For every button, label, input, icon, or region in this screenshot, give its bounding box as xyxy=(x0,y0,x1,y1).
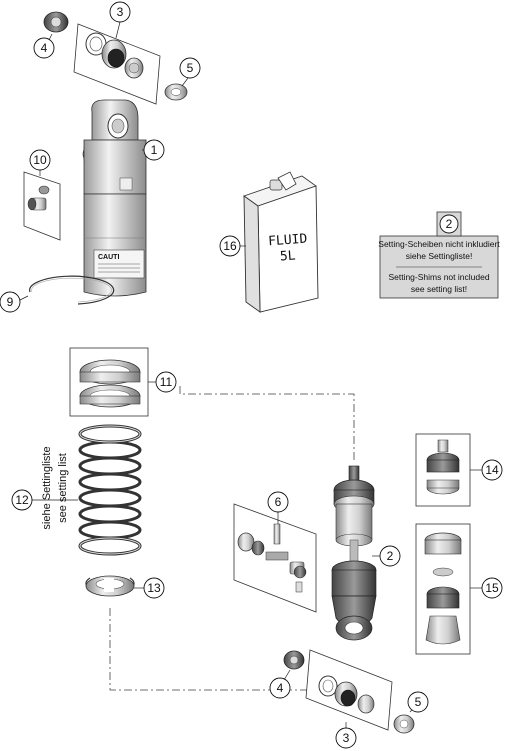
callout-1: 1 xyxy=(143,139,165,161)
piston-kit-part-14 xyxy=(415,433,471,507)
shock-caution-label: CAUTI xyxy=(98,254,119,261)
svg-text:6: 6 xyxy=(275,495,282,509)
callout-4-bottom: 4 xyxy=(269,677,291,699)
svg-text:2: 2 xyxy=(446,217,453,231)
callout-15: 15 xyxy=(481,577,503,599)
svg-text:2: 2 xyxy=(387,549,394,563)
washer-part-5-bottom xyxy=(393,714,415,734)
spring-label-en: see setting list xyxy=(57,453,69,523)
fluid-canister-part-16: FLUID 5L xyxy=(243,171,319,313)
callout-3-top: 3 xyxy=(109,1,131,23)
svg-text:4: 4 xyxy=(277,681,284,695)
svg-text:11: 11 xyxy=(160,375,173,389)
svg-text:3: 3 xyxy=(117,5,124,19)
spring-retainer-part-13 xyxy=(85,575,135,597)
callout-5-bottom: 5 xyxy=(407,691,429,713)
valve-kit-part-6 xyxy=(233,503,317,613)
spring-label-de: siehe Settingliste xyxy=(41,446,53,529)
callout-9: 9 xyxy=(0,291,21,313)
assembly-path-lower xyxy=(109,608,355,706)
callout-10: 10 xyxy=(29,149,51,171)
callout-4-top: 4 xyxy=(33,37,55,59)
damper-assembly-part-2 xyxy=(331,465,377,641)
shock-absorber: CAUTI xyxy=(82,99,147,297)
callout-16: 16 xyxy=(219,235,241,257)
callout-2-note: 2 xyxy=(439,214,459,234)
svg-text:12: 12 xyxy=(15,493,29,507)
svg-text:5: 5 xyxy=(415,695,422,709)
callout-5-top: 5 xyxy=(179,57,201,79)
note-en-line-1: Setting-Shims not included xyxy=(388,272,489,282)
callout-2: 2 xyxy=(379,545,401,567)
callout-14: 14 xyxy=(481,459,503,481)
seal-part-4-bottom xyxy=(283,650,305,670)
circlip-part-9 xyxy=(29,275,115,305)
svg-text:14: 14 xyxy=(485,463,499,477)
setting-shims-note: Setting-Scheiben nicht inkludiert siehe … xyxy=(378,211,500,299)
piston-kit-part-15 xyxy=(415,523,471,655)
washer-part-5-top xyxy=(164,83,188,101)
callout-6: 6 xyxy=(267,491,289,513)
callout-13: 13 xyxy=(143,577,165,599)
svg-text:5: 5 xyxy=(187,61,194,75)
bearing-kit-part-3-bottom xyxy=(305,649,393,731)
svg-text:13: 13 xyxy=(147,581,161,595)
callout-11: 11 xyxy=(155,371,177,393)
svg-text:9: 9 xyxy=(7,295,14,309)
note-de-line-1: Setting-Scheiben nicht inkludiert xyxy=(378,239,500,249)
svg-text:3: 3 xyxy=(343,731,350,745)
bearing-kit-part-3-top xyxy=(73,23,161,105)
svg-text:15: 15 xyxy=(485,581,499,595)
svg-text:10: 10 xyxy=(33,153,47,167)
seal-part-4-top xyxy=(43,11,69,33)
assembly-path-upper xyxy=(179,386,355,462)
note-de-line-2: siehe Settingliste! xyxy=(406,251,473,261)
note-en-line-2: see setting list! xyxy=(411,284,467,294)
canister-label-fluid: FLUID xyxy=(268,232,308,250)
spring-part-12 xyxy=(78,424,142,556)
canister-label-volume: 5L xyxy=(279,248,296,264)
callout-12: 12 xyxy=(11,489,33,511)
callout-3-bottom: 3 xyxy=(335,727,357,749)
svg-text:1: 1 xyxy=(151,143,158,157)
svg-text:16: 16 xyxy=(223,239,237,253)
svg-text:4: 4 xyxy=(41,41,48,55)
spring-nut-part-11 xyxy=(69,347,149,417)
valve-kit-part-10 xyxy=(23,171,61,241)
